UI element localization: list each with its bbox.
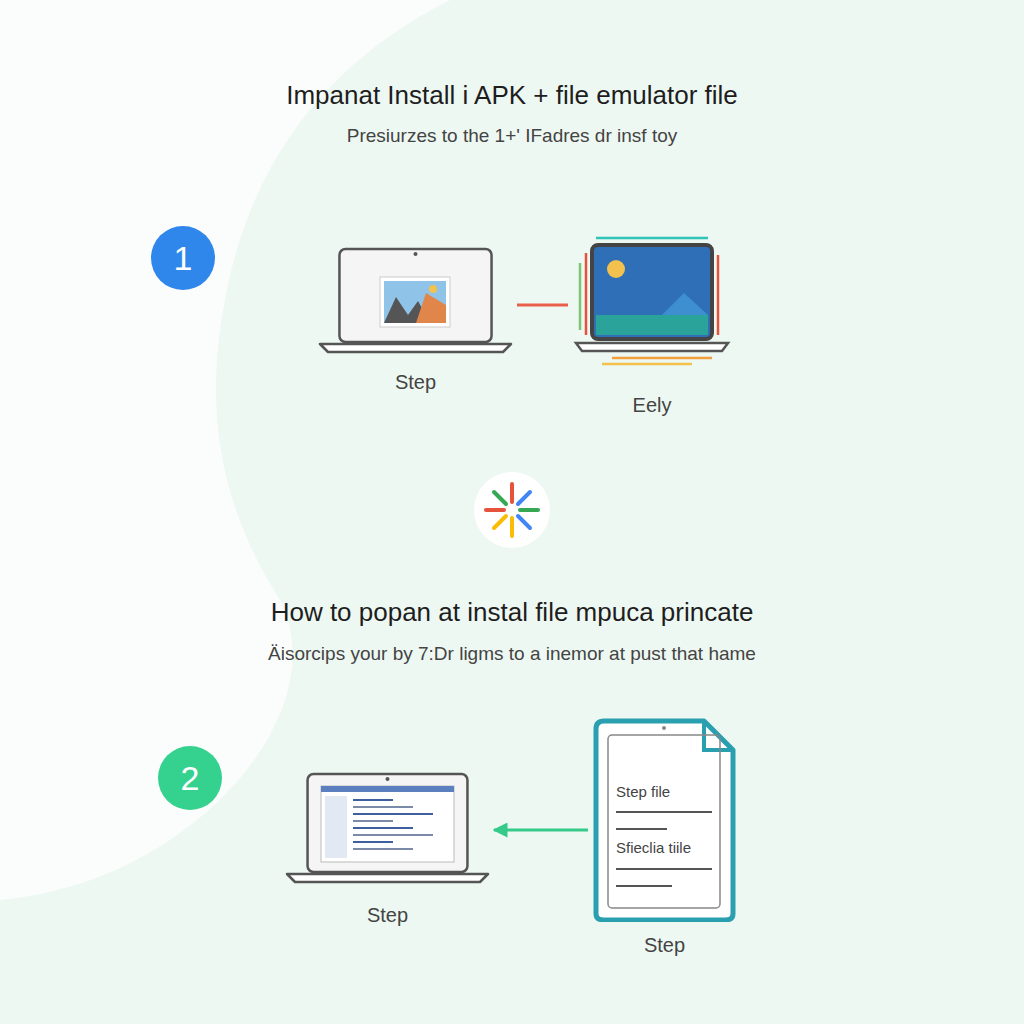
file-label: Sfieclia tiile <box>616 839 691 857</box>
step-number: 2 <box>181 758 200 799</box>
laptop-illustration: Step <box>318 245 513 360</box>
center-icon <box>474 472 550 548</box>
step-number-circle: 1 <box>150 225 216 291</box>
subtitle: Presiurzes to the 1+' IFadres dr insf to… <box>0 125 1024 148</box>
file-label: Step file <box>616 783 670 801</box>
tablet-illustration-outline <box>572 235 732 367</box>
laptop-illustration: Step <box>285 770 490 890</box>
section-heading: How to popan at instal file mpuca princa… <box>0 597 1024 628</box>
step-label: Step <box>367 903 408 927</box>
laptop-illustration-outline <box>318 245 513 360</box>
title: Impanat Install i APK + file emulator fi… <box>0 80 1024 111</box>
step-label: Step <box>644 933 685 957</box>
document-tablet: Step fileSfieclia tiileStep <box>592 717 737 922</box>
document-tablet-outline <box>592 717 737 922</box>
step-number-circle: 2 <box>157 745 223 811</box>
connector <box>517 304 568 307</box>
step-label: Eely <box>633 393 672 417</box>
subtitle: Äisorcips your by 7:Dr ligms to a inemor… <box>0 643 1024 666</box>
laptop-illustration-outline <box>285 770 490 890</box>
tablet-illustration: Eely <box>572 235 732 367</box>
step-number: 1 <box>174 238 193 279</box>
connector <box>494 829 588 832</box>
step-label: Step <box>395 370 436 394</box>
